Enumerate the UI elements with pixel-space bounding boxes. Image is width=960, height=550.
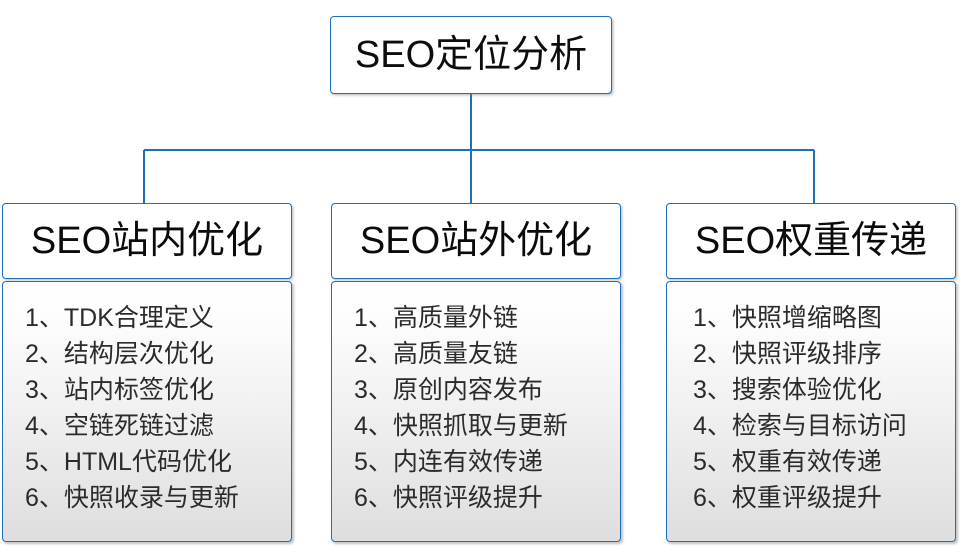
list-item: 5、内连有效传递 [354, 444, 620, 480]
branch-heading-label-2: SEO站外优化 [359, 220, 593, 262]
list-item: 2、高质量友链 [354, 336, 620, 372]
list-item: 5、HTML代码优化 [25, 444, 291, 480]
list-item-number: 5、 [25, 448, 64, 476]
branch-item-list-2: 1、高质量外链 2、高质量友链 3、原创内容发布 4、快照抓取与更新 5、内连有… [332, 300, 620, 516]
list-item: 6、快照收录与更新 [25, 480, 291, 516]
list-item-number: 4、 [693, 412, 732, 440]
list-item: 5、权重有效传递 [693, 444, 955, 480]
list-item-text: 快照增缩略图 [731, 304, 882, 332]
list-item-text: 快照收录与更新 [63, 484, 239, 512]
list-item-text: 原创内容发布 [392, 376, 543, 404]
list-item-number: 5、 [693, 448, 732, 476]
list-item-text: 高质量友链 [392, 340, 518, 368]
list-item-text: HTML代码优化 [63, 448, 232, 476]
list-item-number: 2、 [693, 340, 732, 368]
root-node-label: SEO定位分析 [354, 34, 588, 76]
branch-heading-box-1[interactable]: SEO站内优化 [2, 203, 292, 279]
list-item-text: 空链死链过滤 [63, 412, 214, 440]
list-item: 4、空链死链过滤 [25, 408, 291, 444]
branch-heading-box-3[interactable]: SEO权重传递 [666, 203, 956, 279]
list-item-text: 内连有效传递 [392, 448, 543, 476]
list-item-text: 检索与目标访问 [731, 412, 907, 440]
list-item: 3、原创内容发布 [354, 372, 620, 408]
list-item: 1、高质量外链 [354, 300, 620, 336]
list-item: 1、TDK合理定义 [25, 300, 291, 336]
list-item-number: 5、 [354, 448, 393, 476]
list-item: 1、快照增缩略图 [693, 300, 955, 336]
list-item: 3、站内标签优化 [25, 372, 291, 408]
list-item: 6、快照评级提升 [354, 480, 620, 516]
branch-item-list-3: 1、快照增缩略图 2、快照评级排序 3、搜索体验优化 4、检索与目标访问 5、权… [667, 300, 955, 516]
list-item-number: 6、 [25, 484, 64, 512]
list-item-number: 6、 [354, 484, 393, 512]
branch-items-box-3: 1、快照增缩略图 2、快照评级排序 3、搜索体验优化 4、检索与目标访问 5、权… [666, 281, 956, 542]
list-item-number: 2、 [25, 340, 64, 368]
list-item-text: 站内标签优化 [63, 376, 214, 404]
list-item-number: 3、 [354, 376, 393, 404]
branch-column-seo-offsite: SEO站外优化 1、高质量外链 2、高质量友链 3、原创内容发布 4、快照抓取与… [331, 203, 621, 542]
branch-items-box-2: 1、高质量外链 2、高质量友链 3、原创内容发布 4、快照抓取与更新 5、内连有… [331, 281, 621, 542]
list-item-number: 3、 [693, 376, 732, 404]
branch-heading-label-1: SEO站内优化 [30, 220, 264, 262]
list-item-text: 搜索体验优化 [731, 376, 882, 404]
branch-item-list-1: 1、TDK合理定义 2、结构层次优化 3、站内标签优化 4、空链死链过滤 5、H… [3, 300, 291, 516]
list-item-number: 6、 [693, 484, 732, 512]
branch-column-seo-onsite: SEO站内优化 1、TDK合理定义 2、结构层次优化 3、站内标签优化 4、空链… [2, 203, 292, 542]
list-item-number: 4、 [354, 412, 393, 440]
list-item-number: 1、 [354, 304, 393, 332]
list-item-number: 3、 [25, 376, 64, 404]
list-item-text: 快照评级排序 [731, 340, 882, 368]
list-item: 4、检索与目标访问 [693, 408, 955, 444]
list-item-text: 结构层次优化 [63, 340, 214, 368]
list-item-number: 4、 [25, 412, 64, 440]
list-item-text: 高质量外链 [392, 304, 518, 332]
list-item-number: 1、 [25, 304, 64, 332]
branch-items-box-1: 1、TDK合理定义 2、结构层次优化 3、站内标签优化 4、空链死链过滤 5、H… [2, 281, 292, 542]
branch-heading-label-3: SEO权重传递 [694, 220, 928, 262]
list-item-text: 快照抓取与更新 [392, 412, 568, 440]
list-item-text: 权重评级提升 [731, 484, 882, 512]
root-node[interactable]: SEO定位分析 [330, 16, 612, 94]
list-item: 6、权重评级提升 [693, 480, 955, 516]
list-item-number: 2、 [354, 340, 393, 368]
list-item: 2、结构层次优化 [25, 336, 291, 372]
branch-heading-box-2[interactable]: SEO站外优化 [331, 203, 621, 279]
list-item-number: 1、 [693, 304, 732, 332]
list-item-text: 快照评级提升 [392, 484, 543, 512]
list-item-text: 权重有效传递 [731, 448, 882, 476]
list-item: 2、快照评级排序 [693, 336, 955, 372]
branch-column-seo-weight: SEO权重传递 1、快照增缩略图 2、快照评级排序 3、搜索体验优化 4、检索与… [666, 203, 956, 542]
list-item: 3、搜索体验优化 [693, 372, 955, 408]
list-item: 4、快照抓取与更新 [354, 408, 620, 444]
list-item-text: TDK合理定义 [63, 304, 214, 332]
